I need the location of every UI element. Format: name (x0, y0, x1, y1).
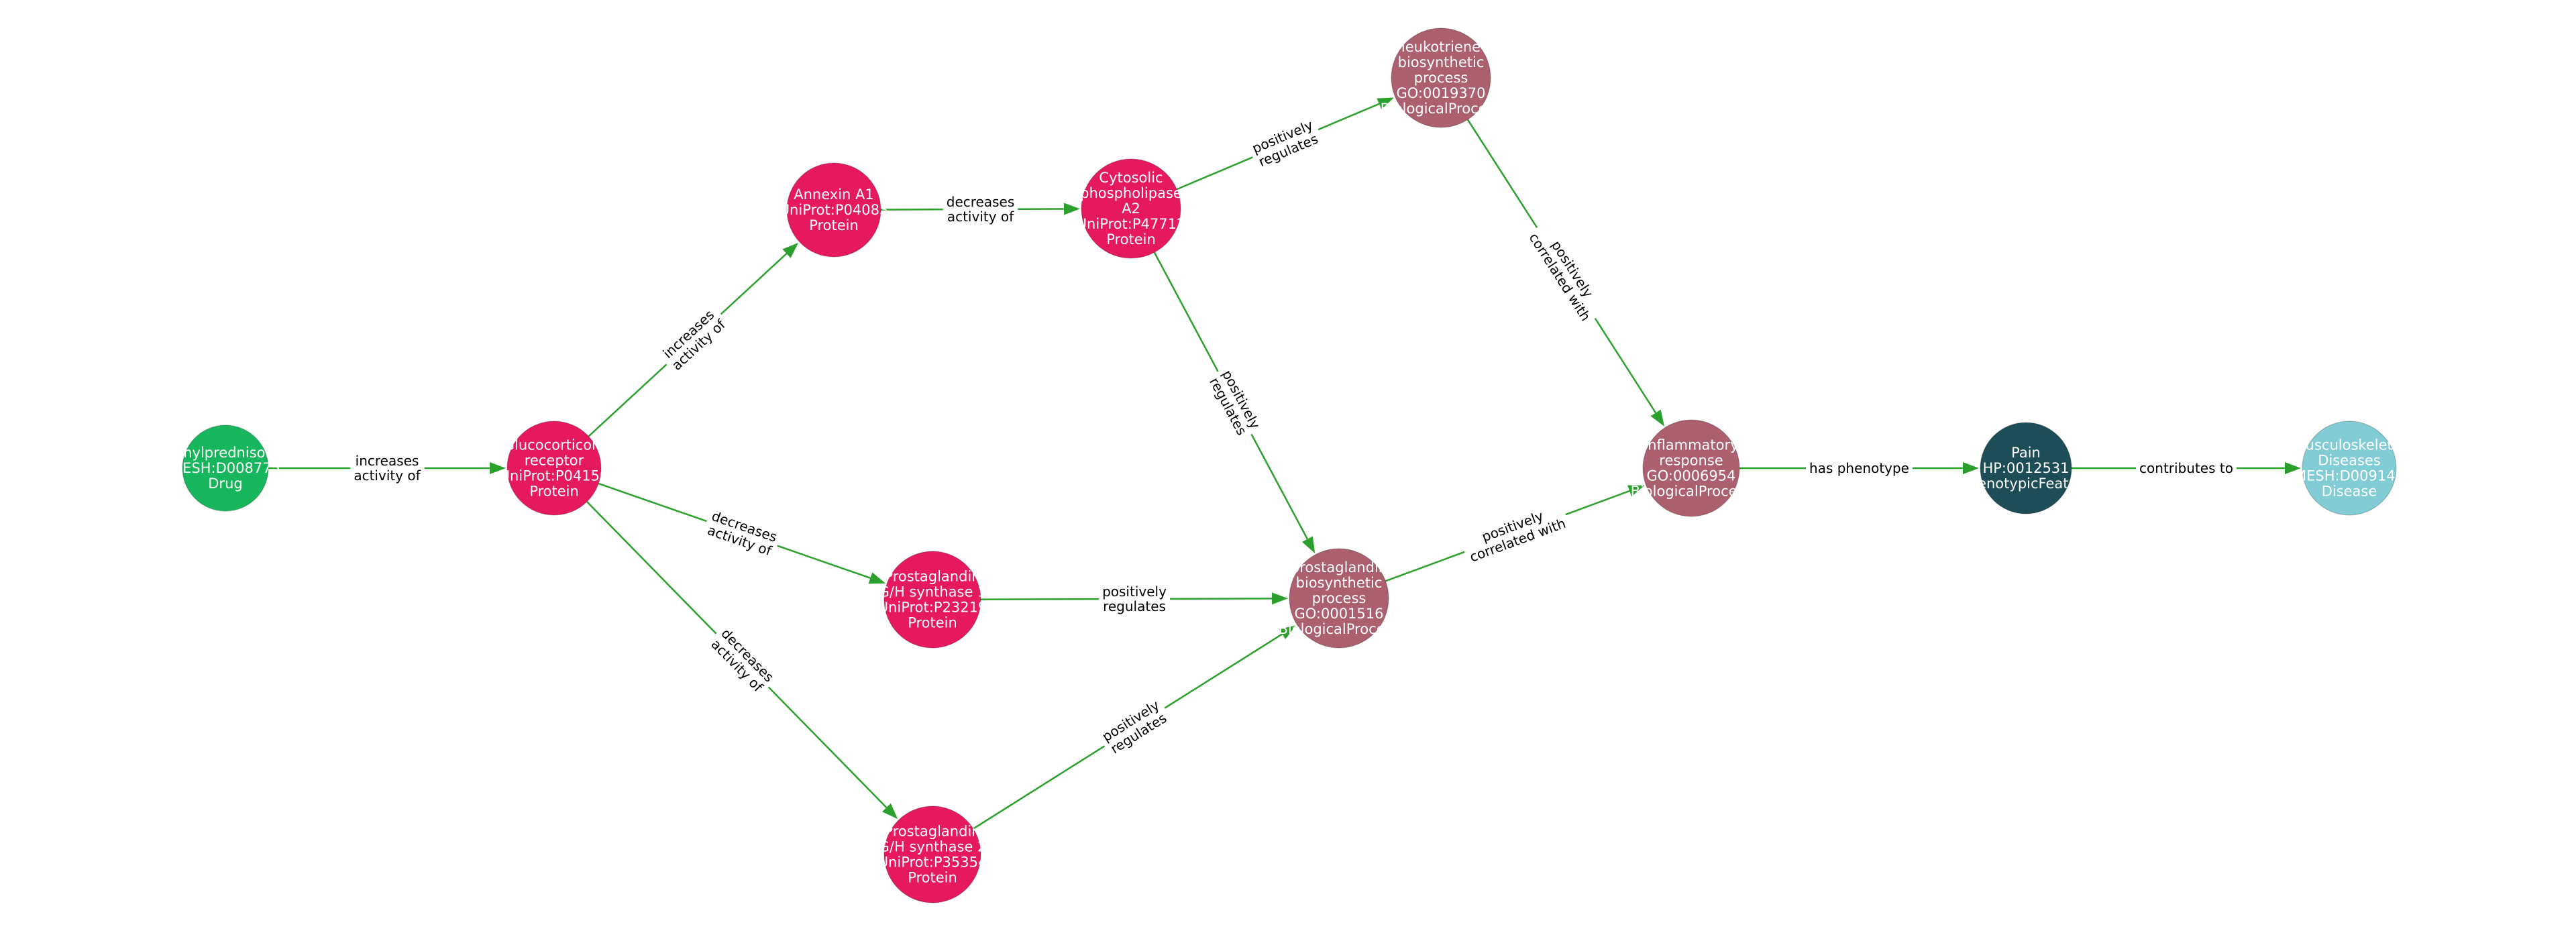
arrowhead-icon (868, 572, 886, 584)
node-circle-prostaglandin-gh-synthase-1[interactable] (883, 551, 981, 649)
arrowhead-icon (1279, 625, 1296, 639)
edge-label-background (1095, 694, 1174, 761)
edge-label-text: contributes to (2139, 460, 2233, 476)
node-circle-glucocorticoid-receptor[interactable] (506, 421, 602, 516)
arrowhead-icon (1650, 409, 1665, 427)
arrowhead-icon (1301, 536, 1316, 553)
edge-label-background (350, 451, 425, 485)
edge-label-pain--musculoskeletal-diseases: contributes to (2136, 459, 2237, 478)
arrowhead-icon (490, 462, 506, 474)
edge-label-background (1099, 582, 1171, 616)
node-circle-prostaglandin-gh-synthase-2[interactable] (883, 806, 981, 903)
edge-label-glucocorticoid-receptor--prostaglandin-gh-synthase-1: decreasesactivity of (701, 505, 783, 562)
edge-label-background (1458, 498, 1572, 568)
edge-label-text: decreasesactivity of (705, 508, 780, 559)
arrowhead-icon (1063, 203, 1081, 215)
arrowhead-icon (1271, 592, 1289, 605)
edge-label-background (704, 622, 781, 699)
edge-label-background (1523, 218, 1609, 328)
edge-label-text: positivelyregulates (1250, 117, 1321, 170)
arrowhead-icon (1963, 462, 1979, 474)
edge-label-text: has phenotype (1809, 460, 1909, 476)
node-circle-annexin-a1[interactable] (786, 162, 881, 258)
node-circle-musculoskeletal-diseases[interactable] (2302, 421, 2397, 516)
arrowhead-icon (882, 803, 898, 820)
arrowhead-icon (1627, 485, 1645, 497)
edge-label-glucocorticoid-receptor--annexin-a1: increasesactivity of (655, 302, 733, 377)
edge-label-leukotriene-biosynthetic-process--inflammatory-response: positivelycorrelated with (1523, 218, 1609, 328)
node-circle-methylprednisolone[interactable] (182, 425, 269, 512)
node-circle-prostaglandin-biosynthetic-process[interactable] (1289, 548, 1389, 649)
arrowhead-icon (2285, 462, 2301, 474)
edge-label-prostaglandin-gh-synthase-2--prostaglandin-biosynthetic-process: positivelyregulates (1095, 694, 1174, 761)
edge-label-background (943, 192, 1018, 227)
edge-label-background (701, 505, 783, 562)
node-circle-cytosolic-phospholipase-a2[interactable] (1081, 158, 1181, 259)
edge-label-background (2136, 459, 2237, 478)
node-circle-pain[interactable] (1980, 422, 2072, 514)
edge-label-background (1806, 459, 1913, 478)
arrowhead-icon (1377, 97, 1394, 110)
edge-label-background (655, 302, 733, 377)
edge-label-background (1203, 364, 1267, 443)
edge-label-cytosolic-phospholipase-a2--leukotriene-biosynthetic-process: positivelyregulates (1246, 114, 1325, 173)
edge-label-cytosolic-phospholipase-a2--prostaglandin-biosynthetic-process: positivelyregulates (1203, 364, 1267, 443)
edge-label-prostaglandin-biosynthetic-process--inflammatory-response: positivelycorrelated with (1458, 498, 1572, 568)
node-circle-leukotriene-biosynthetic-process[interactable] (1391, 27, 1491, 128)
edge-label-background (1246, 114, 1325, 173)
arrowhead-icon (782, 242, 799, 258)
node-circle-inflammatory-response[interactable] (1642, 419, 1740, 517)
edge-label-text: positivelyregulates (1206, 368, 1264, 439)
edge-label-inflammatory-response--pain: has phenotype (1806, 459, 1913, 478)
